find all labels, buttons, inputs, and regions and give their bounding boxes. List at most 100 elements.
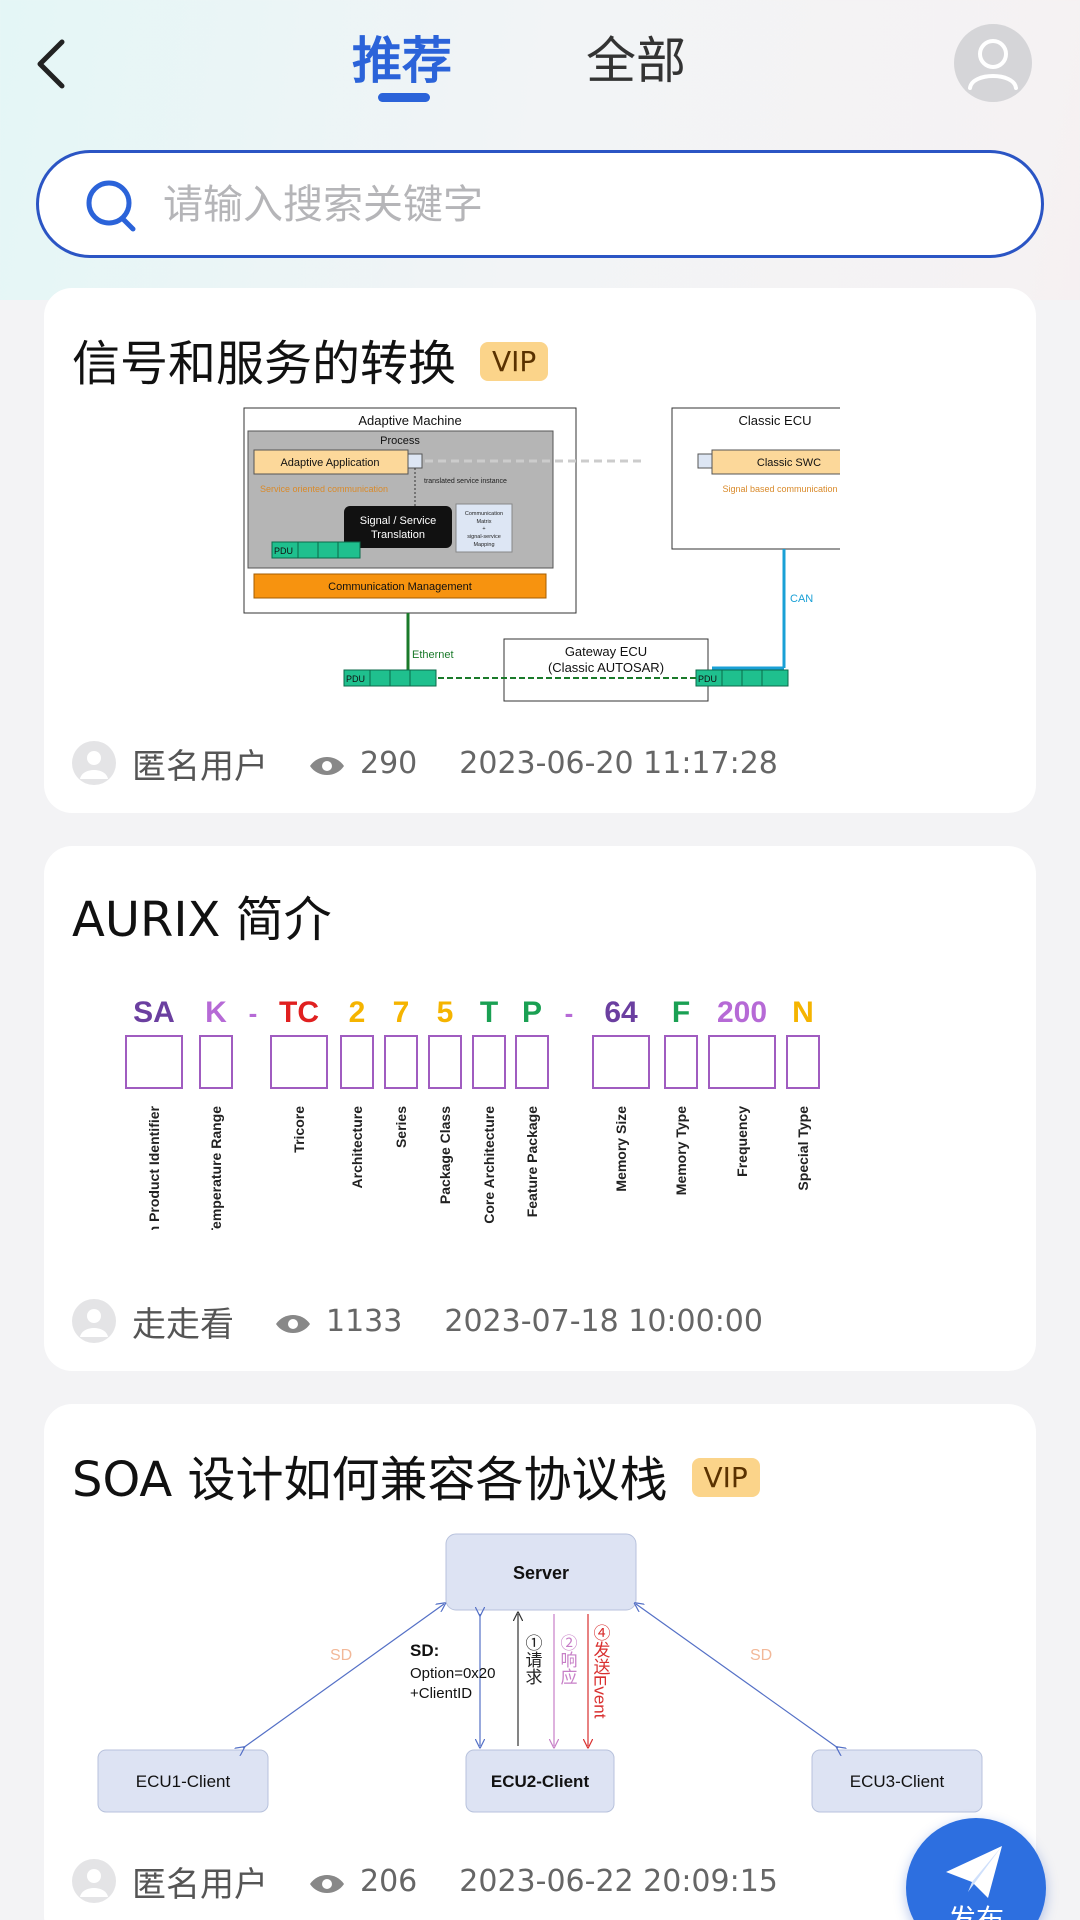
part-code-label: Series bbox=[393, 1106, 409, 1148]
diagram-label: Signal based communication bbox=[722, 484, 837, 494]
search-icon bbox=[83, 177, 143, 237]
part-code-box bbox=[199, 1035, 233, 1089]
diagram-label: ECU3-Client bbox=[850, 1772, 945, 1791]
view-count: 206 bbox=[360, 1863, 418, 1899]
author-name: 走走看 bbox=[132, 1304, 234, 1345]
article-thumbnail: Server ECU1-Client ECU2-Client ECU3-Clie… bbox=[88, 1524, 1028, 1824]
part-code: N bbox=[792, 996, 814, 1029]
article-meta: 匿名用户 206 2023-06-22 20:09:15 bbox=[72, 1856, 778, 1906]
tab-all[interactable]: 全部 bbox=[586, 32, 686, 90]
active-tab-indicator bbox=[378, 93, 430, 102]
diagram-label: CAN bbox=[790, 593, 813, 605]
diagram-label: Server bbox=[513, 1563, 569, 1583]
diagram-label: SD bbox=[330, 1647, 352, 1664]
diagram-label: SD: bbox=[410, 1641, 439, 1660]
diagram-label: Ethernet bbox=[412, 649, 454, 661]
part-code-box bbox=[664, 1035, 698, 1089]
publish-label: 发布 bbox=[947, 1903, 1004, 1920]
publish-date: 2023-06-22 20:09:15 bbox=[459, 1863, 778, 1899]
view-count: 290 bbox=[360, 745, 418, 781]
part-code: F bbox=[672, 996, 690, 1029]
diagram-label: PDU bbox=[274, 546, 293, 556]
back-button[interactable] bbox=[28, 36, 78, 92]
part-code-label: Special Type bbox=[795, 1106, 811, 1191]
part-code-box bbox=[384, 1035, 418, 1089]
diagram-label: PDU bbox=[346, 674, 365, 684]
article-title: AURIX 简介 bbox=[72, 892, 332, 948]
author-avatar-icon bbox=[72, 741, 116, 785]
user-icon bbox=[968, 39, 1018, 90]
author-name: 匿名用户 bbox=[132, 1864, 268, 1905]
publish-button[interactable]: 发布 bbox=[906, 1818, 1046, 1920]
diagram-label: (Classic AUTOSAR) bbox=[548, 660, 664, 675]
part-code-label: Package Class bbox=[437, 1106, 453, 1204]
part-code-box bbox=[515, 1035, 549, 1089]
part-code-box bbox=[270, 1035, 328, 1089]
article-title-text: 信号和服务的转换 bbox=[72, 336, 457, 392]
diagram-label: Option=0x20 bbox=[410, 1665, 495, 1682]
part-code-label: Feature Package bbox=[524, 1106, 540, 1217]
diagram-label: ①请求 bbox=[523, 1634, 543, 1685]
part-code-box bbox=[125, 1035, 183, 1089]
diagram-label: Communication bbox=[465, 511, 503, 517]
diagram-label: + bbox=[482, 526, 485, 532]
part-code-label: Architecture bbox=[349, 1106, 365, 1189]
article-card[interactable]: 信号和服务的转换 VIP Adaptive Machine Process Ada… bbox=[44, 288, 1036, 813]
part-code-label: Memory Type bbox=[673, 1106, 689, 1195]
diagram-label: Mapping bbox=[473, 542, 494, 548]
article-meta: 走走看 1133 2023-07-18 10:00:00 bbox=[72, 1296, 763, 1346]
part-code-label: Temperature Range bbox=[208, 1106, 224, 1230]
eye-icon bbox=[308, 751, 346, 775]
diagram-label: Adaptive Application bbox=[280, 457, 379, 469]
vip-badge: VIP bbox=[480, 341, 549, 381]
diagram-label: Service oriented communication bbox=[260, 484, 388, 494]
diagram-label: Signal / Service bbox=[360, 515, 436, 527]
diagram-label: Classic SWC bbox=[757, 457, 821, 469]
diagram-label: ②响应 bbox=[558, 1634, 578, 1685]
part-code: TC bbox=[279, 996, 319, 1029]
view-count: 1133 bbox=[326, 1303, 403, 1339]
top-bar: 推荐 全部 bbox=[0, 0, 1080, 130]
diagram-label: ECU2-Client bbox=[491, 1772, 590, 1791]
eye-icon bbox=[274, 1309, 312, 1333]
publish-date: 2023-06-20 11:17:28 bbox=[459, 745, 778, 781]
part-code: T bbox=[480, 996, 498, 1029]
diagram-label: Gateway ECU bbox=[565, 644, 647, 659]
diagram-label: SD bbox=[750, 1647, 772, 1664]
article-title-text: SOA 设计如何兼容各协议栈 bbox=[72, 1452, 668, 1508]
article-meta: 匿名用户 290 2023-06-20 11:17:28 bbox=[72, 738, 778, 788]
user-avatar[interactable] bbox=[954, 24, 1032, 102]
author-avatar-icon bbox=[72, 1859, 116, 1903]
part-code-box bbox=[786, 1035, 820, 1089]
article-thumbnail: Adaptive Machine Process Adaptive Applic… bbox=[240, 404, 879, 704]
part-code: 5 bbox=[437, 996, 454, 1029]
part-code-label: Tricore bbox=[291, 1106, 307, 1153]
part-code-label: Core Architecture bbox=[481, 1106, 497, 1224]
part-code-label: Memory Size bbox=[613, 1106, 629, 1192]
diagram-label: PDU bbox=[698, 674, 717, 684]
diagram-label: Classic ECU bbox=[739, 413, 812, 428]
part-code: - bbox=[249, 998, 258, 1028]
diagram-label: ④发送Event bbox=[591, 1624, 611, 1719]
diagram-label: Communication Management bbox=[328, 581, 472, 593]
part-code-box bbox=[340, 1035, 374, 1089]
part-code-box bbox=[428, 1035, 462, 1089]
diagram-label: Adaptive Machine bbox=[358, 413, 461, 428]
part-code-box bbox=[592, 1035, 650, 1089]
part-code-label: Frequency bbox=[734, 1106, 750, 1177]
search-input[interactable] bbox=[163, 171, 1003, 239]
part-code-box bbox=[472, 1035, 506, 1089]
part-code: 200 bbox=[717, 996, 767, 1029]
search-bar[interactable] bbox=[36, 150, 1044, 258]
tab-recommended[interactable]: 推荐 bbox=[352, 32, 452, 90]
diagram-label: Process bbox=[380, 435, 420, 447]
chevron-left-icon bbox=[37, 39, 65, 89]
diagram-label: Translation bbox=[371, 529, 425, 541]
author-avatar-icon bbox=[72, 1299, 116, 1343]
part-code-label: Infineon Product Identifier bbox=[146, 1105, 162, 1230]
